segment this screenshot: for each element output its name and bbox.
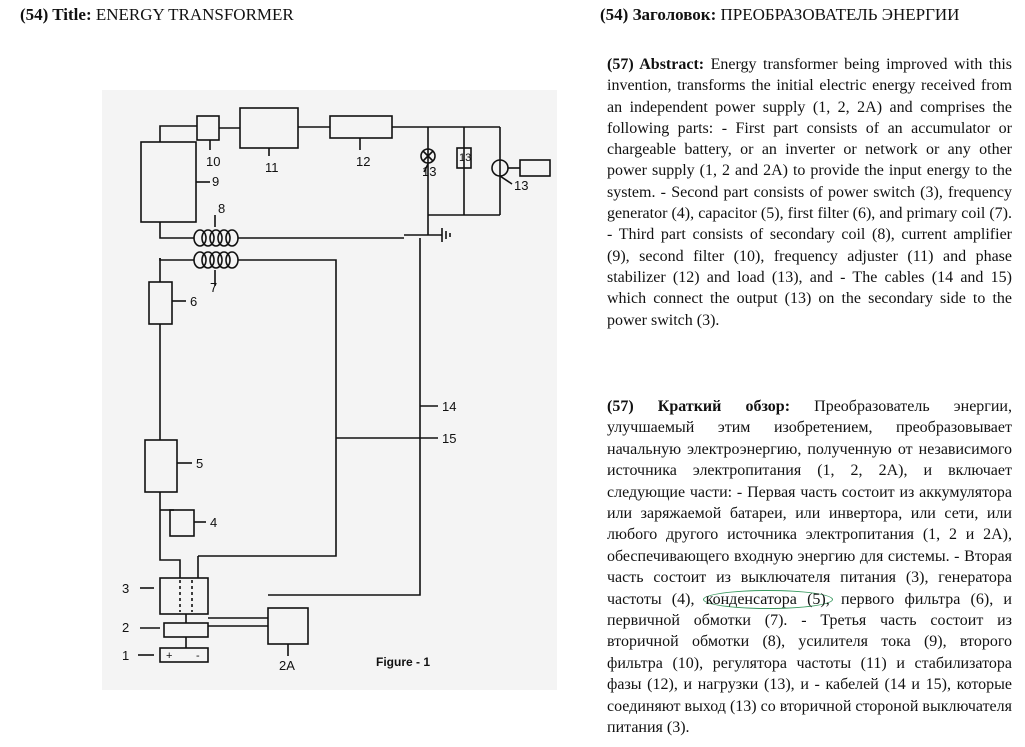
abstract-en: (57) Abstract: Energy transformer being … xyxy=(607,54,1012,331)
figure-caption: Figure - 1 xyxy=(376,655,431,669)
filter-10 xyxy=(196,115,220,141)
label-13-lamp: 13 xyxy=(422,164,437,179)
label-13-motor: 13 xyxy=(514,178,529,193)
primary-coil-7 xyxy=(193,251,239,269)
abstract-en-text: Energy transformer being improved with t… xyxy=(607,56,1012,329)
label-10: 10 xyxy=(206,154,221,169)
abstract-ru-label: (57) Краткий обзор: xyxy=(607,398,791,415)
frequency-adjuster-11 xyxy=(239,107,299,149)
label-6: 6 xyxy=(190,294,198,309)
battery-1 xyxy=(159,647,209,663)
frequency-generator-4 xyxy=(169,509,195,537)
label-11: 11 xyxy=(265,160,279,175)
abstract-en-label: (57) Abstract: xyxy=(607,56,705,73)
label-2a: 2A xyxy=(279,658,295,673)
phase-stabilizer-12 xyxy=(329,115,393,139)
label-4: 4 xyxy=(210,515,218,530)
title-en-value: ENERGY TRANSFORMER xyxy=(95,5,294,24)
capacitor-5 xyxy=(144,439,178,493)
first-filter-6 xyxy=(148,281,173,325)
label-5: 5 xyxy=(196,456,204,471)
title-en-label: (54) Title: xyxy=(20,5,92,24)
circuit-diagram xyxy=(138,107,551,663)
label-7: 7 xyxy=(210,280,218,295)
label-2: 2 xyxy=(122,620,130,635)
power-switch-3 xyxy=(159,577,209,615)
component-2 xyxy=(163,622,209,638)
label-14: 14 xyxy=(442,399,457,414)
circuit-figure: 10 11 12 9 8 7 6 5 4 3 2 1 2A 13 13 13 1… xyxy=(102,90,557,690)
component-2a xyxy=(267,607,309,645)
secondary-coil-8 xyxy=(193,229,239,247)
title-ru: (54) Заголовок: ПРЕОБРАЗОВАТЕЛЬ ЭНЕРГИИ xyxy=(600,5,959,25)
battery-plus: + xyxy=(166,650,173,662)
abstract-ru-highlight: конденсатора (5), xyxy=(702,589,833,609)
label-15: 15 xyxy=(442,431,457,446)
label-13-resistor: 13 xyxy=(459,152,472,164)
label-9: 9 xyxy=(212,174,220,189)
label-12: 12 xyxy=(356,154,371,169)
label-1: 1 xyxy=(122,648,130,663)
label-8: 8 xyxy=(218,201,226,216)
abstract-ru-text-before: Преобразователь энергии, улучшаемый этим… xyxy=(607,398,1012,608)
battery-minus: - xyxy=(196,650,200,662)
abstract-ru-text-after: первого фильтра (6), и первичной обмотки… xyxy=(607,590,1012,737)
title-ru-label: (54) Заголовок: xyxy=(600,5,717,24)
title-ru-value: ПРЕОБРАЗОВАТЕЛЬ ЭНЕРГИИ xyxy=(720,5,960,24)
load-lamp-13 xyxy=(420,148,436,164)
title-en: (54) Title: ENERGY TRANSFORMER xyxy=(20,5,294,25)
label-3: 3 xyxy=(122,581,130,596)
current-amplifier-9 xyxy=(140,141,197,223)
abstract-ru: (57) Краткий обзор: Преобразователь энер… xyxy=(607,396,1012,747)
load-resistor-13 xyxy=(456,147,472,169)
